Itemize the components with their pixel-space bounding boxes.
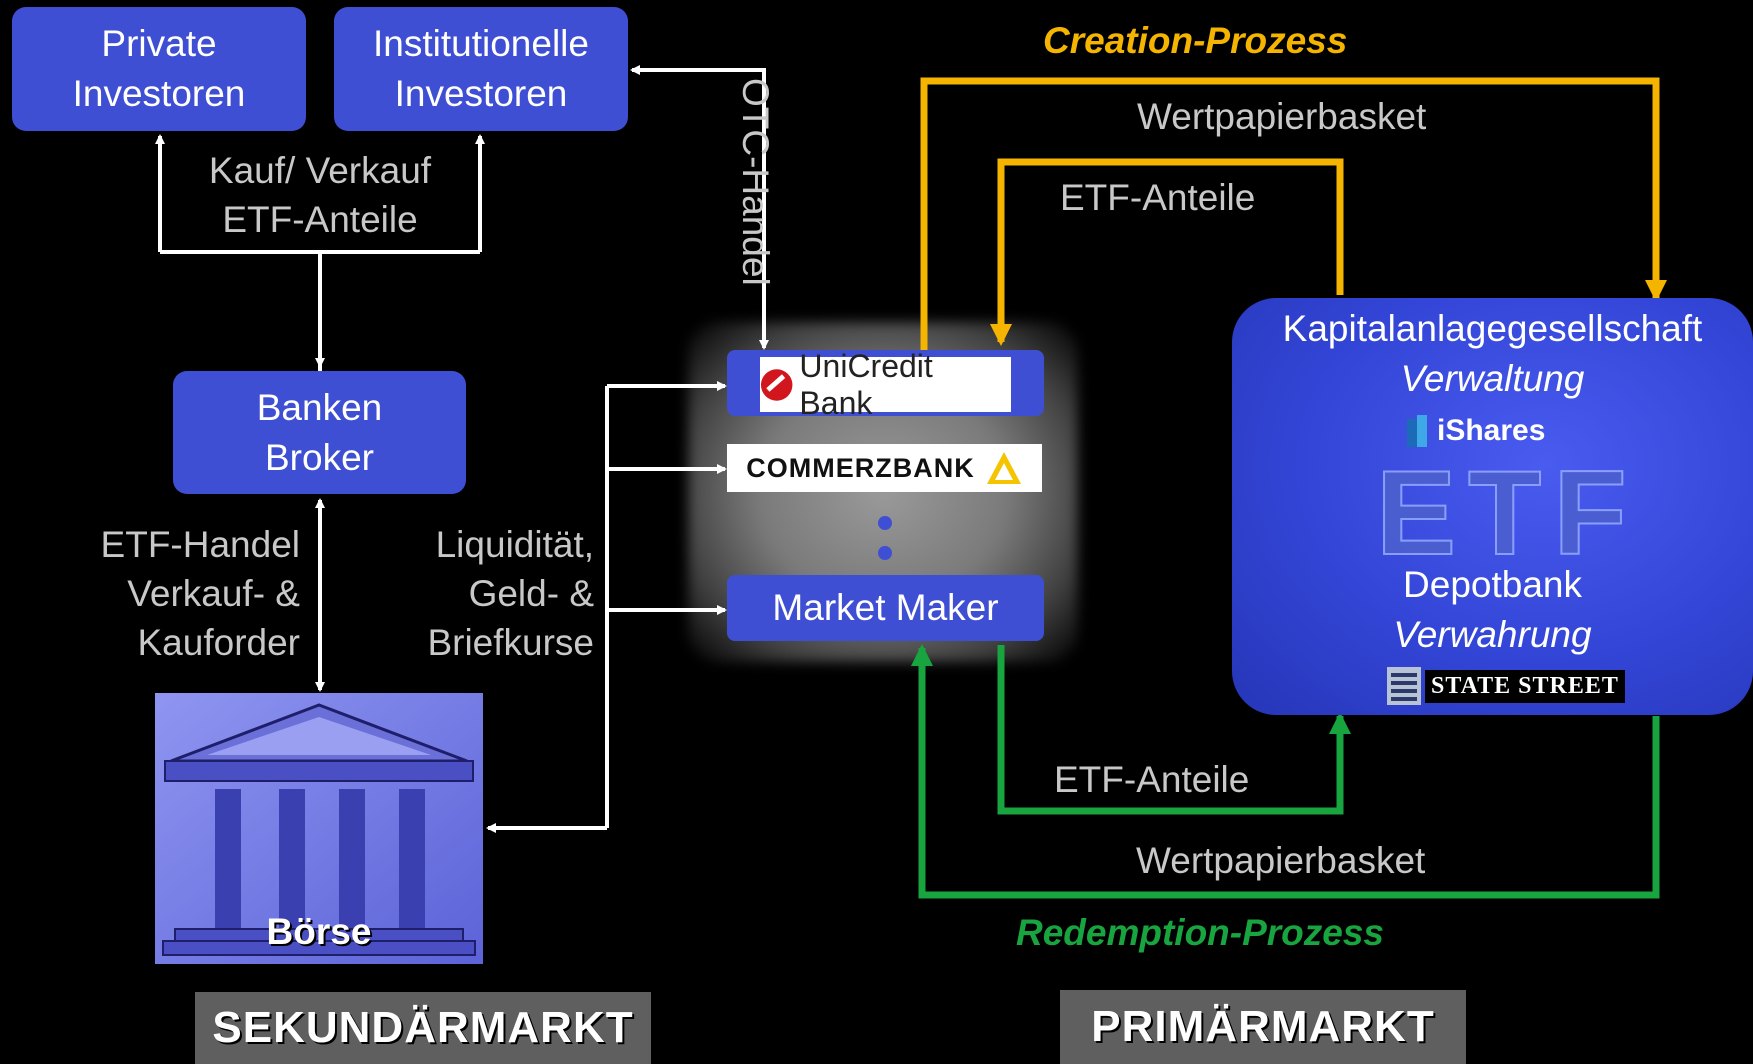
market-maker-box: Market Maker xyxy=(727,575,1044,641)
unicredit-logo: UniCredit Bank xyxy=(760,348,1011,421)
institutional-investors-line1: Institutionelle xyxy=(373,23,589,64)
state-street-logo: STATE STREET xyxy=(1387,666,1625,706)
banks-line2: Broker xyxy=(265,436,374,478)
depotbank-role: Verwahrung xyxy=(1393,614,1592,655)
unicredit-icon xyxy=(760,368,793,401)
depotbank-label: Depotbank xyxy=(1403,564,1582,605)
redemption-arrows xyxy=(911,644,1660,899)
ishares-text: iShares xyxy=(1437,414,1546,447)
institutional-investors-box: Institutionelle Investoren xyxy=(334,7,628,131)
primary-market-label: PRIMÄRMARKT xyxy=(1060,990,1466,1064)
private-investors-box: Private Investoren xyxy=(12,7,306,131)
etf-trade-line1: ETF-Handel xyxy=(100,524,300,565)
buy-sell-line1: Kauf/ Verkauf xyxy=(208,150,432,191)
liquidity-line3: Briefkurse xyxy=(427,622,594,663)
creation-title: Creation-Prozess xyxy=(1043,20,1348,61)
kag-role: Verwaltung xyxy=(1400,358,1585,399)
institutional-investors-line2: Investoren xyxy=(394,73,568,114)
buy-sell-line2: ETF-Anteile xyxy=(222,199,418,240)
redemption-title: Redemption-Prozess xyxy=(1016,912,1385,953)
ishares-icon xyxy=(1407,415,1427,447)
buy-sell-label: Kauf/ Verkauf ETF-Anteile xyxy=(170,146,470,244)
unicredit-text: UniCredit Bank xyxy=(799,347,933,421)
redemption-basket-label: Wertpapierbasket xyxy=(1136,840,1426,881)
etf-trade-label: ETF-Handel Verkauf- & Kauforder xyxy=(40,520,300,667)
liquidity-line2: Geld- & xyxy=(468,573,594,614)
private-investors-line2: Investoren xyxy=(72,73,246,114)
state-street-icon xyxy=(1387,667,1421,705)
ishares-logo: iShares xyxy=(1405,411,1545,451)
commerzbank-text: COMMERZBANK xyxy=(746,452,975,483)
creation-basket-label: Wertpapierbasket xyxy=(1137,96,1427,137)
creation-shares-label: ETF-Anteile xyxy=(1060,177,1256,218)
investor-arrows xyxy=(155,65,769,833)
kag-title: Kapitalanlagegesellschaft xyxy=(1282,308,1703,349)
kag-box xyxy=(1232,298,1753,715)
commerzbank-logo: COMMERZBANK xyxy=(727,444,1042,492)
liquidity-line1: Liquidität, xyxy=(435,524,594,565)
commerzbank-icon xyxy=(986,452,1021,484)
redemption-shares-label: ETF-Anteile xyxy=(1054,759,1250,800)
etf-mark: ETF xyxy=(1375,446,1639,580)
state-street-text: STATE STREET xyxy=(1425,669,1625,703)
otc-label: OTC-Handel xyxy=(735,78,776,286)
exchange-temple: Börse xyxy=(155,693,483,964)
liquidity-label: Liquidität, Geld- & Briefkurse xyxy=(380,520,594,667)
market-maker-label: Market Maker xyxy=(772,587,999,628)
creation-arrows xyxy=(920,77,1667,350)
ellipsis-dot-2 xyxy=(878,546,892,560)
etf-trade-line2: Verkauf- & xyxy=(127,573,300,614)
ellipsis-dot-1 xyxy=(878,516,892,530)
private-investors-line1: Private xyxy=(101,23,217,64)
etf-trade-line3: Kauforder xyxy=(137,622,301,663)
secondary-market-label: SEKUNDÄRMARKT xyxy=(195,992,651,1064)
banks-broker-box: Banken Broker xyxy=(173,371,466,494)
temple-icon xyxy=(155,693,483,964)
exchange-label: Börse xyxy=(266,911,372,952)
banks-line1: Banken xyxy=(256,386,383,428)
